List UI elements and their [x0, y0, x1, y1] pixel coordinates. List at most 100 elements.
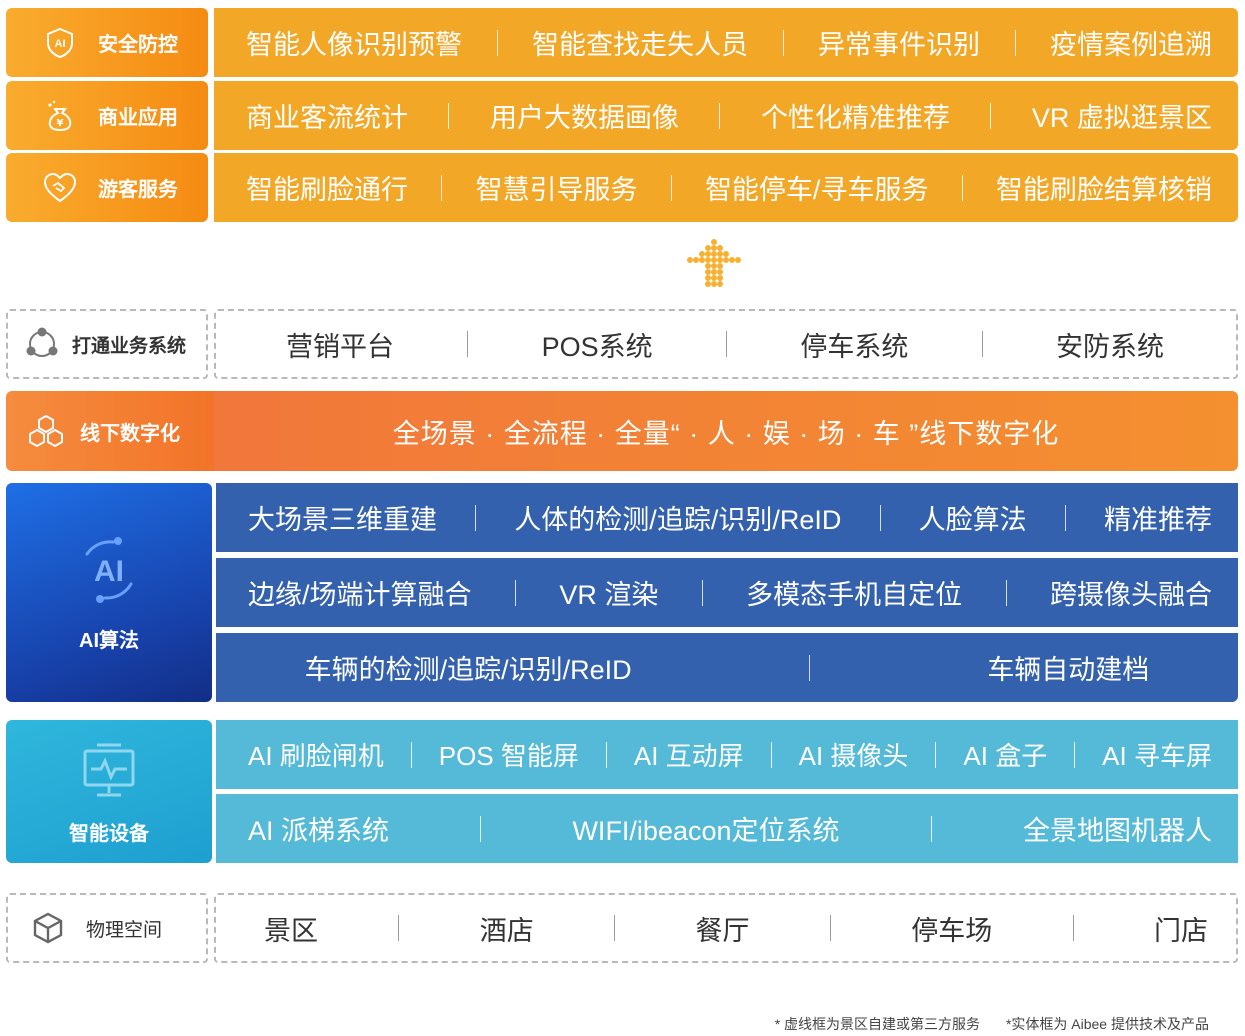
divider	[441, 174, 443, 201]
divider	[496, 29, 498, 56]
item: 车辆的检测/追踪/识别/ReID	[304, 655, 632, 685]
item: POS 智能屏	[438, 741, 579, 771]
item: 景区	[264, 915, 318, 946]
label-text: 智能设备	[69, 823, 149, 845]
divider	[990, 102, 992, 129]
security-items: 智能人像识别预警 智能查找走失人员 异常事件识别 疫情案例追溯	[214, 8, 1238, 77]
label-text: 商业应用	[98, 107, 178, 129]
divider	[930, 815, 932, 842]
item: POS系统	[541, 331, 653, 362]
item: 跨摄像头融合	[1049, 580, 1212, 610]
label-text: 打通业务系统	[72, 335, 187, 357]
divider	[981, 331, 983, 357]
item: 商业客流统计	[246, 103, 408, 133]
item: 人脸算法	[918, 505, 1027, 535]
cubes-icon	[26, 414, 66, 448]
devices-row-2: AI 派梯系统 WIFI/ibeacon定位系统 全景地图机器人	[216, 794, 1238, 863]
ai-row-3: 车辆的检测/追踪/识别/ReID 车辆自动建档	[216, 633, 1238, 702]
item: WIFI/ibeacon定位系统	[572, 816, 840, 846]
row-commerce-label: ¥ 商业应用	[6, 81, 208, 150]
row-digital: 线下数字化 全场景 · 全流程 · 全量“ · 人 · 娱 · 场 · 车 ”线…	[6, 391, 1238, 471]
item: 智慧引导服务	[475, 175, 638, 205]
row-physical-space: 物理空间 景区 酒店 餐厅 停车场 门店	[6, 893, 1238, 963]
ai-row-1: 大场景三维重建 人体的检测/追踪/识别/ReID 人脸算法 精准推荐	[216, 483, 1238, 552]
item: 智能刷脸通行	[246, 175, 408, 205]
ai-orbit-icon: AI	[69, 532, 149, 610]
item: AI 摄像头	[798, 741, 909, 771]
item: 智能查找走失人员	[532, 30, 748, 60]
item: 个性化精准推荐	[760, 103, 950, 133]
divider	[410, 741, 412, 768]
divider	[701, 579, 703, 606]
devices-row-1: AI 刷脸闸机 POS 智能屏 AI 互动屏 AI 摄像头 AI 盒子 AI 寻…	[216, 720, 1238, 789]
devices-label: 智能设备	[6, 720, 212, 863]
row-smart-devices: 智能设备 AI 刷脸闸机 POS 智能屏 AI 互动屏 AI 摄像头 AI 盒子…	[6, 720, 1238, 863]
item: 营销平台	[286, 331, 394, 362]
label-text: 游客服务	[98, 179, 178, 201]
row-commerce: ¥ 商业应用 商业客流统计 用户大数据画像 个性化精准推荐 VR 虚拟逛景区	[6, 81, 1238, 150]
divider	[935, 741, 937, 768]
row-ai-algorithms: AI AI算法 大场景三维重建 人体的检测/追踪/识别/ReID 人脸算法 精准…	[6, 483, 1238, 702]
item: 门店	[1154, 915, 1208, 946]
item: 多模态手机自定位	[746, 580, 963, 610]
heart-handshake-icon	[32, 171, 88, 205]
label-text: 物理空间	[86, 919, 163, 941]
divider	[614, 915, 616, 941]
svg-text:AI: AI	[55, 38, 66, 50]
item: 酒店	[479, 915, 534, 946]
item: 智能停车/寻车服务	[704, 175, 929, 205]
divider	[719, 102, 721, 129]
svg-text:¥: ¥	[57, 118, 64, 129]
divider	[1064, 504, 1066, 531]
row-business-systems: 打通业务系统 营销平台 POS系统 停车系统 安防系统	[6, 309, 1238, 379]
divider	[829, 915, 831, 941]
money-bag-icon: ¥	[32, 99, 88, 133]
note-solid: *实体框为 Aibee 提供技术及产品	[1005, 1016, 1209, 1032]
item: VR 渲染	[559, 580, 659, 610]
divider	[448, 102, 450, 129]
business-items: 营销平台 POS系统 停车系统 安防系统	[214, 309, 1238, 379]
item: 餐厅	[695, 915, 750, 946]
item: 异常事件识别	[818, 30, 980, 60]
item: 大场景三维重建	[248, 505, 437, 535]
network-cycle-icon	[22, 326, 62, 362]
note-dashed: * 虚线框为景区自建或第三方服务	[774, 1016, 981, 1032]
item: 用户大数据画像	[489, 103, 679, 133]
label-text: AI算法	[79, 630, 139, 652]
divider	[782, 29, 784, 56]
item: 疫情案例追溯	[1050, 30, 1212, 60]
digital-text: 全场景 · 全流程 · 全量“ · 人 · 娱 · 场 · 车 ”线下数字化	[214, 391, 1238, 471]
divider	[514, 579, 516, 606]
divider	[475, 504, 477, 531]
row-security-label: AI 安全防控	[6, 8, 208, 77]
item: 边缘/场端计算融合	[248, 580, 472, 610]
item: 全景地图机器人	[1022, 816, 1212, 846]
digital-label: 线下数字化	[6, 391, 228, 471]
divider	[670, 174, 672, 201]
divider	[480, 815, 482, 842]
item: 停车系统	[800, 331, 909, 362]
ai-row-2: 边缘/场端计算融合 VR 渲染 多模态手机自定位 跨摄像头融合	[216, 558, 1238, 627]
item: AI 盒子	[963, 741, 1048, 771]
item: 车辆自动建档	[987, 655, 1150, 685]
row-visitor: 游客服务 智能刷脸通行 智慧引导服务 智能停车/寻车服务 智能刷脸结算核销	[6, 153, 1238, 222]
dotted-up-arrow-icon	[687, 239, 741, 287]
item: AI 刷脸闸机	[248, 741, 384, 771]
svg-text:AI: AI	[94, 555, 124, 588]
item: 停车场	[911, 915, 993, 946]
item: AI 派梯系统	[248, 816, 390, 846]
item: 智能刷脸结算核销	[995, 175, 1212, 205]
physical-label: 物理空间	[6, 893, 208, 963]
cube-icon	[28, 911, 68, 945]
item: 安防系统	[1056, 331, 1164, 362]
divider	[726, 331, 728, 357]
visitor-items: 智能刷脸通行 智慧引导服务 智能停车/寻车服务 智能刷脸结算核销	[214, 153, 1238, 222]
divider	[1074, 741, 1076, 768]
divider	[879, 504, 881, 531]
shield-ai-icon: AI	[32, 26, 88, 60]
item: 人体的检测/追踪/识别/ReID	[514, 505, 842, 535]
item: AI 互动屏	[633, 741, 744, 771]
divider	[770, 741, 772, 768]
divider	[467, 331, 469, 357]
divider	[1014, 29, 1016, 56]
